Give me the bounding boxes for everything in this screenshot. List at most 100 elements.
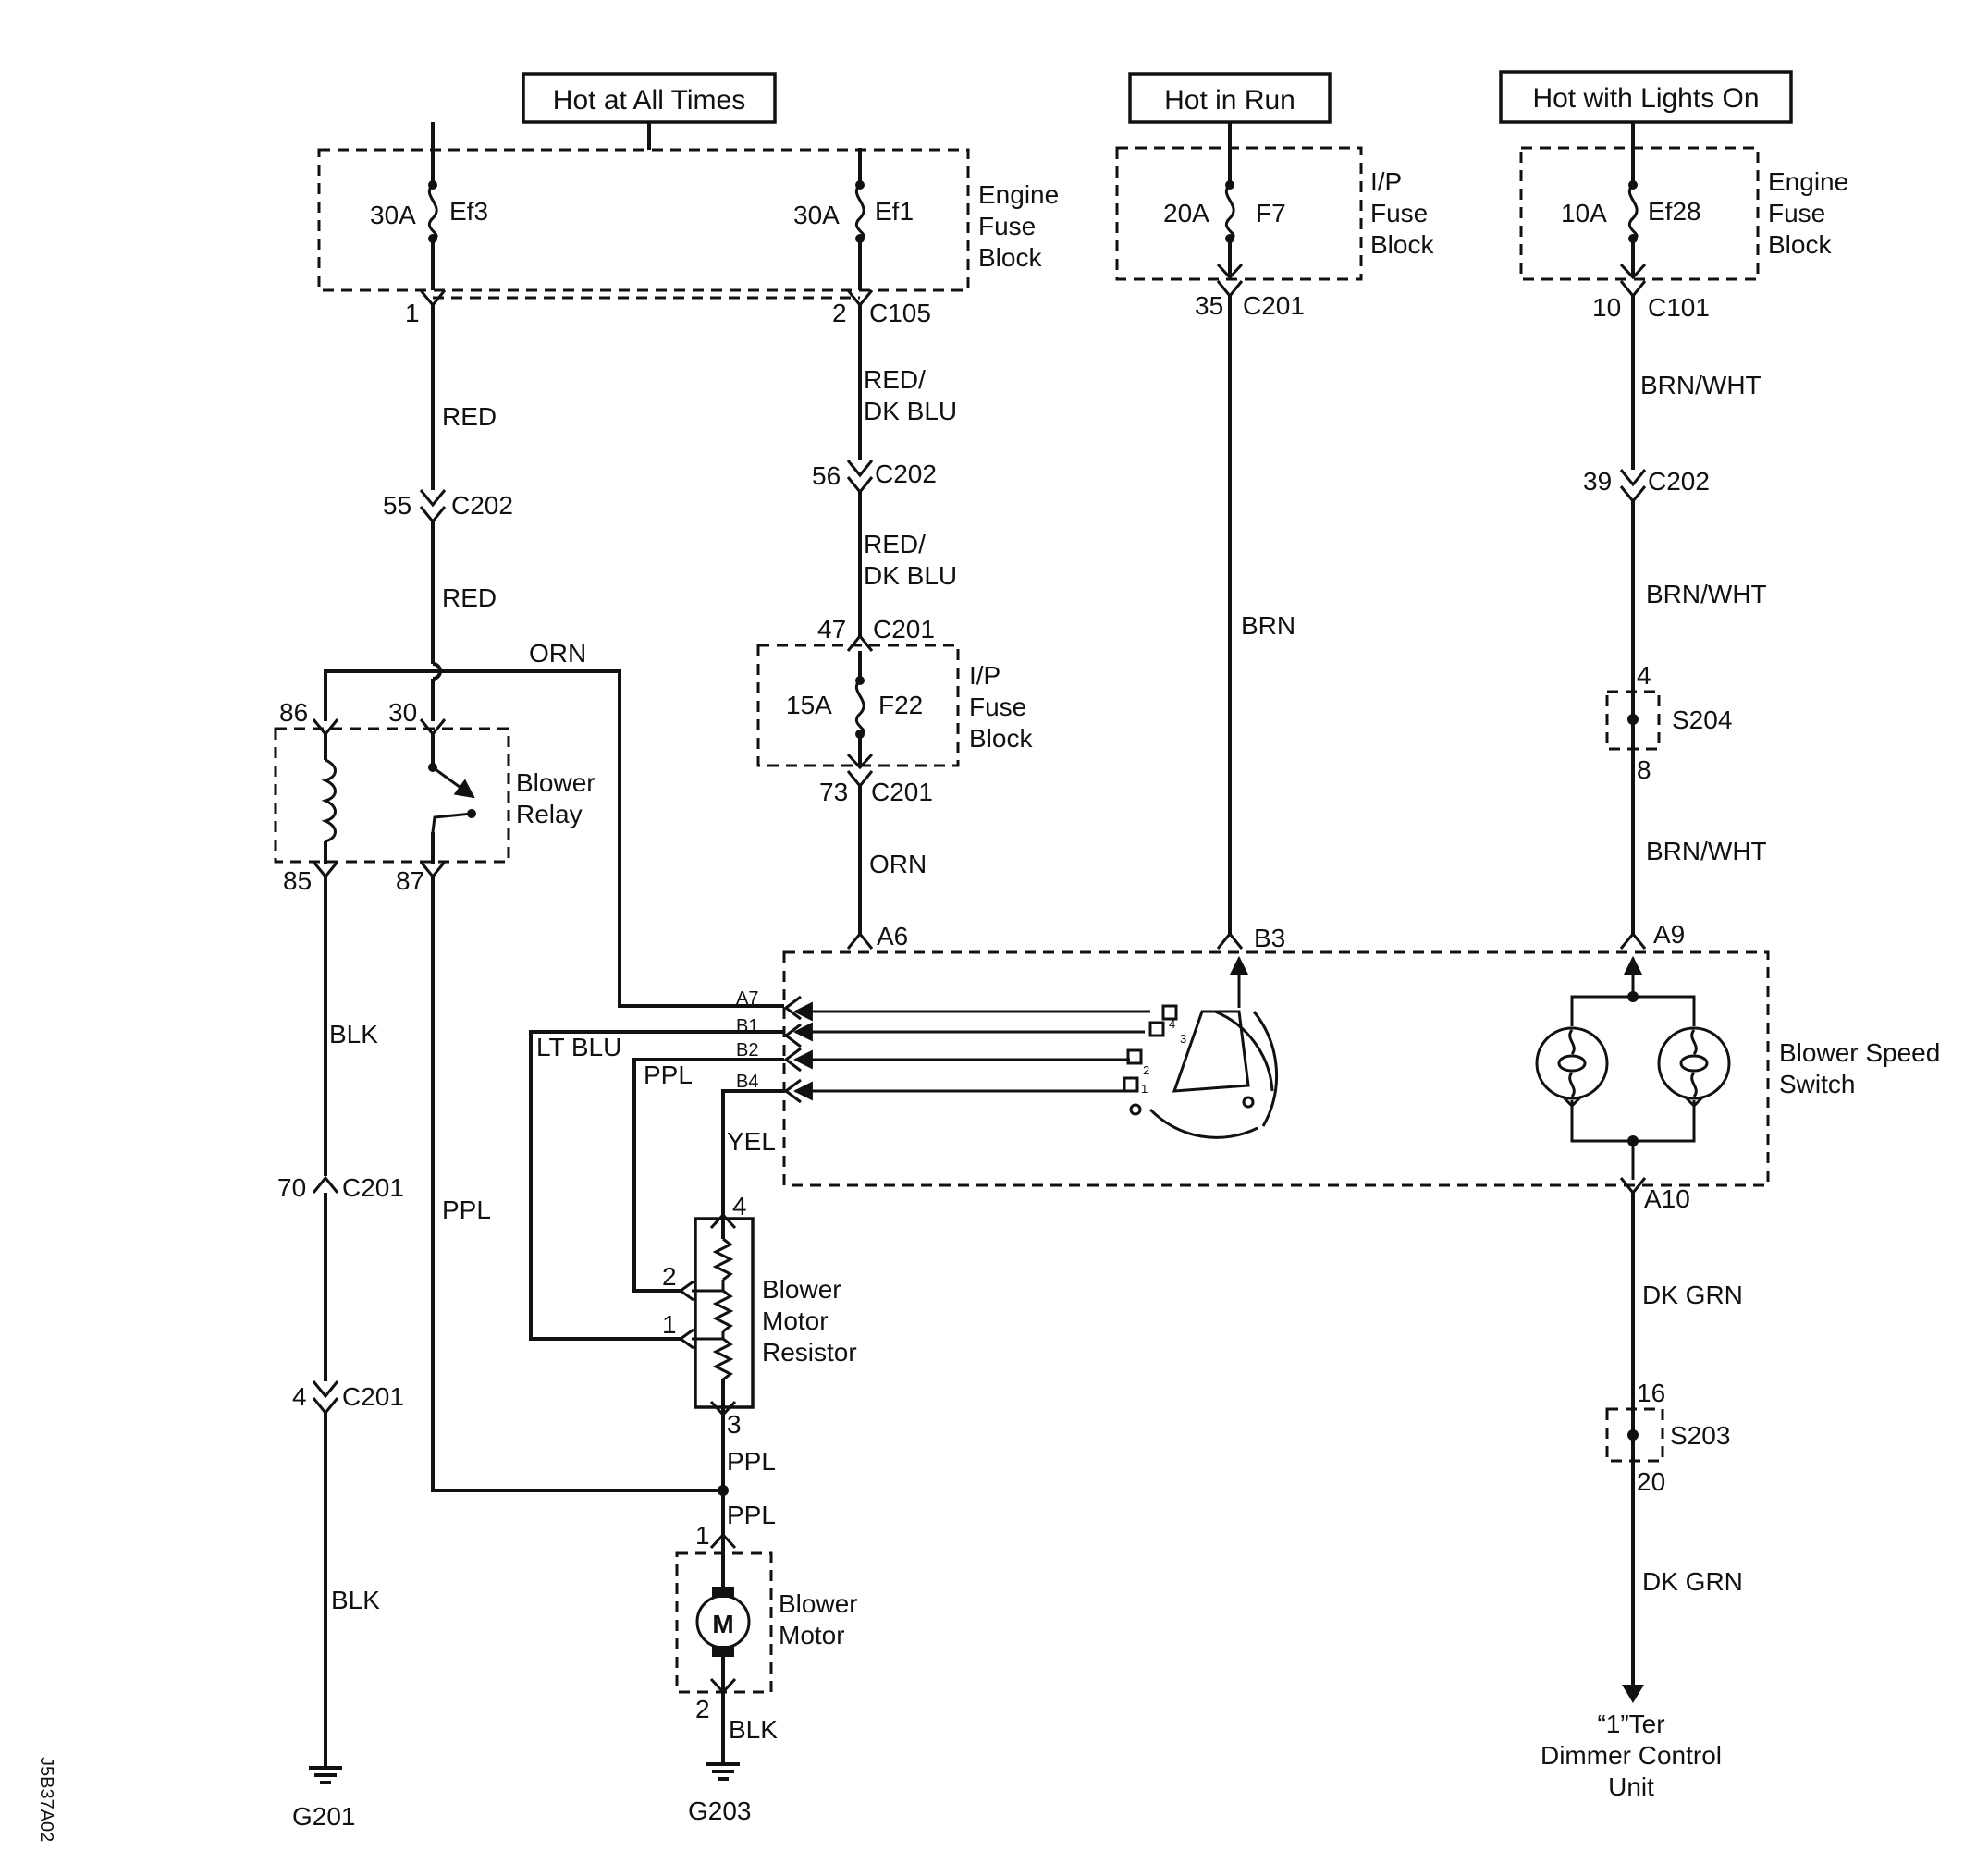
ef1-name: Ef1	[875, 197, 914, 226]
connector-c202-55: 55 C202	[383, 489, 513, 524]
destination-line1: “1”Ter	[1597, 1710, 1664, 1738]
wire-ppl-motor: PPL	[727, 1501, 776, 1529]
ef1-rating: 30A	[793, 201, 840, 229]
splice-s204: 4 S204 8	[1605, 661, 1732, 784]
wire-blk-motor: BLK	[729, 1715, 778, 1744]
g203-label: G203	[688, 1796, 752, 1825]
switch-pos1: 1	[1141, 1082, 1148, 1096]
c201-4-label: C201	[342, 1382, 404, 1411]
ef28-name: Ef28	[1648, 197, 1701, 226]
switch-b4: B4	[736, 1072, 758, 1092]
motor-pin2: 2	[695, 1695, 710, 1723]
connector-c202-56: 56 C202	[812, 460, 937, 495]
motor-pin1: 1	[695, 1521, 710, 1550]
wire-brn: BRN	[1241, 611, 1295, 640]
wire-dk-grn-1: DK GRN	[1642, 1281, 1743, 1309]
c105-label: C105	[869, 299, 931, 327]
switch-pos2: 2	[1143, 1063, 1149, 1077]
wire-ppl-3: PPL	[727, 1447, 776, 1476]
c201-73-label: C201	[871, 778, 933, 806]
c105-pin2: 2	[832, 299, 847, 327]
c101-pin10: 10	[1592, 293, 1621, 322]
c201-pin47: 47	[817, 615, 846, 644]
f7-name: F7	[1256, 199, 1286, 227]
hot-in-run-label: Hot in Run	[1164, 85, 1295, 116]
c201-pin35: 35	[1195, 291, 1223, 320]
relay-pin85: 85	[283, 866, 312, 895]
c105-pin1: 1	[405, 299, 420, 327]
ef3-rating: 30A	[370, 201, 416, 229]
motor-symbol: M	[712, 1610, 733, 1638]
resistor-pin3: 3	[727, 1410, 742, 1439]
wire-yel: YEL	[727, 1127, 776, 1156]
c202-55-label: C202	[451, 491, 513, 520]
f22-name: F22	[878, 691, 923, 719]
c201-pin73: 73	[819, 778, 848, 806]
resistor-pin4: 4	[732, 1192, 747, 1220]
c202-56-label: C202	[875, 460, 937, 488]
figure-id: J5B37A02	[36, 1757, 56, 1842]
wire-red-1: RED	[442, 402, 497, 431]
relay-pin86: 86	[279, 698, 308, 727]
c202-39-label: C202	[1648, 467, 1710, 496]
connector-c101: 10 C101	[1592, 280, 1710, 322]
connector-c202-39: 39 C202	[1583, 467, 1710, 504]
s204-label: S204	[1672, 705, 1732, 734]
hot-at-all-times-box: Hot at All Times	[522, 72, 777, 124]
wire-red-2: RED	[442, 583, 497, 612]
wire-blk-1: BLK	[329, 1020, 378, 1048]
dimmer-control-unit-label: “1”Ter Dimmer Control Unit	[1541, 1710, 1722, 1801]
splice-s203: 16 S203 20	[1605, 1379, 1730, 1496]
s204-pin8: 8	[1637, 755, 1651, 784]
wire-brn-wht-1: BRN/WHT	[1640, 371, 1761, 399]
c201-35-label: C201	[1243, 291, 1305, 320]
c201-pin4: 4	[292, 1382, 307, 1411]
s203-pin16: 16	[1637, 1379, 1665, 1407]
ground-g203: G203	[688, 1762, 752, 1825]
connector-c201-70: 70 C201	[277, 1173, 404, 1202]
switch-a10-label: A10	[1644, 1184, 1690, 1213]
wire-orn-f22: ORN	[869, 850, 927, 878]
hot-at-all-times-label: Hot at All Times	[553, 85, 745, 116]
wire-ppl-relay: PPL	[442, 1195, 491, 1224]
ef3-name: Ef3	[449, 197, 488, 226]
switch-a9: A9	[1653, 920, 1685, 949]
switch-a7: A7	[736, 988, 758, 1009]
c101-label: C101	[1648, 293, 1710, 322]
fuse-ef3: 30A Ef3	[370, 122, 488, 290]
hot-with-lights-on-box: Hot with Lights On	[1499, 70, 1793, 124]
hot-with-lights-on-label: Hot with Lights On	[1532, 83, 1759, 114]
blower-speed-switch: A6 B3 A9 A7 B1 B2 B4 3 4 2 1	[736, 920, 1940, 1187]
wire-red-dkblu-2: RED/DK BLU	[864, 530, 957, 590]
s203-pin20: 20	[1637, 1467, 1665, 1496]
g201-label: G201	[292, 1802, 356, 1831]
destination-line2: Dimmer Control	[1541, 1741, 1722, 1770]
wire-red-dkblu-1: RED/DK BLU	[864, 365, 957, 425]
resistor-pin2: 2	[662, 1262, 677, 1291]
relay-pin30: 30	[388, 698, 417, 727]
wire-lt-blu: LT BLU	[536, 1033, 621, 1061]
switch-pos4: 4	[1169, 1017, 1175, 1031]
wire-dk-grn-2: DK GRN	[1642, 1567, 1743, 1596]
wire-brn-wht-3: BRN/WHT	[1646, 837, 1767, 865]
connector-c201-35: 35 C201	[1195, 280, 1305, 320]
switch-a6: A6	[877, 922, 908, 950]
hot-in-run-box: Hot in Run	[1128, 72, 1332, 124]
wire-orn-top: ORN	[529, 639, 586, 668]
f22-rating: 15A	[786, 691, 832, 719]
